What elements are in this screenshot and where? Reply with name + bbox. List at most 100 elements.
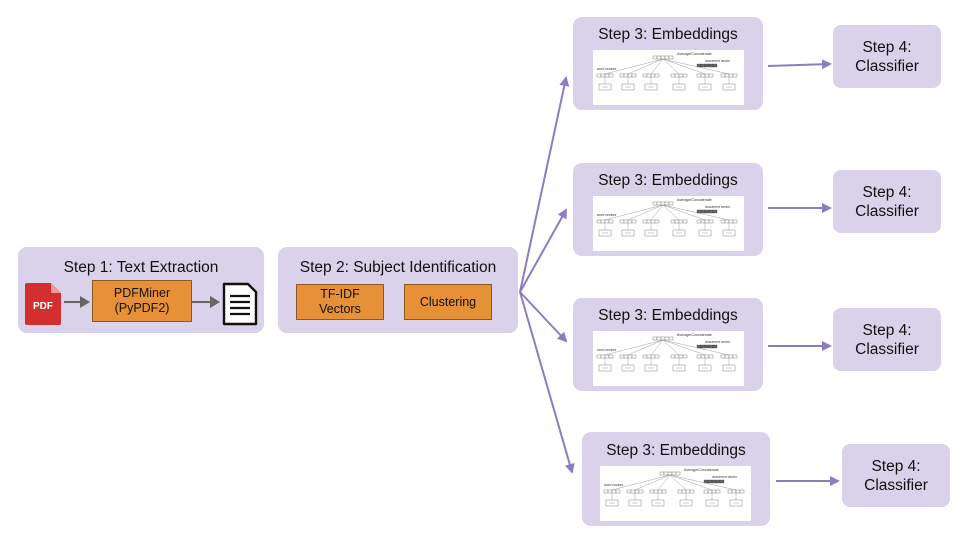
fig-word-cell xyxy=(627,219,633,224)
fig-top-label: Average/Concatenate xyxy=(677,333,712,337)
fig-word-cell xyxy=(724,219,730,224)
fig-word-cell xyxy=(611,489,617,494)
fig-word-cell xyxy=(739,489,745,494)
fig-word-cell xyxy=(696,219,702,224)
fig-top-cell xyxy=(652,201,658,206)
fig-link xyxy=(662,58,680,75)
fig-word-cell xyxy=(608,73,614,78)
fig-word-cell xyxy=(638,489,644,494)
fig-top-cell xyxy=(652,55,658,60)
fig-doc-cell xyxy=(715,479,721,484)
fig-word-cell xyxy=(670,354,676,359)
fig-word-cell xyxy=(642,219,648,224)
fig-doc-cell xyxy=(700,344,706,349)
fig-top-cell xyxy=(664,201,670,206)
classifier-line1: Step 4: xyxy=(862,38,912,56)
fig-word-cell xyxy=(649,489,655,494)
fig-top-cell xyxy=(668,336,674,341)
fig-top-cell xyxy=(656,336,662,341)
fig-word-cell xyxy=(674,73,680,78)
fig-word-cell xyxy=(650,73,656,78)
fig-word-cell xyxy=(607,489,613,494)
pdf-file-icon: PDF xyxy=(25,283,61,325)
classifier-line2: Classifier xyxy=(855,57,919,75)
fig-word-cell xyxy=(654,219,660,224)
fig-word-cell xyxy=(619,219,625,224)
fig-word-cell xyxy=(727,489,733,494)
fig-word-cell xyxy=(657,489,663,494)
fig-link xyxy=(662,58,706,75)
fig-doc-cell xyxy=(708,209,714,214)
fig-word-cell xyxy=(681,489,687,494)
arrow-to-embeddings-3 xyxy=(519,291,568,343)
fig-top-cell xyxy=(660,201,666,206)
fig-word-cell xyxy=(631,354,637,359)
fig-word-cell xyxy=(626,489,632,494)
fig-word-cell xyxy=(678,354,684,359)
fig-word-cell xyxy=(646,73,652,78)
fig-word-cell xyxy=(689,489,695,494)
fig-top-cell xyxy=(656,201,662,206)
fig-word-cell xyxy=(711,489,717,494)
fig-doc-label: document vector xyxy=(705,59,731,63)
fig-doc-cell xyxy=(708,63,714,68)
embeddings-title: Step 3: Embeddings xyxy=(606,442,746,459)
fig-word-cell xyxy=(619,73,625,78)
fig-top-cell xyxy=(664,55,670,60)
fig-link xyxy=(662,339,706,356)
fig-word-cell xyxy=(596,354,602,359)
fig-word-cell xyxy=(678,73,684,78)
fig-link xyxy=(669,474,713,491)
fig-link xyxy=(604,339,664,356)
fig-doc-cell xyxy=(719,479,725,484)
fig-doc-label: document vector xyxy=(705,205,731,209)
text-document-icon xyxy=(222,282,258,326)
fig-word-cell xyxy=(720,219,726,224)
classifier-line1: Step 4: xyxy=(862,183,912,201)
fig-word-cell xyxy=(728,219,734,224)
fig-top-cell xyxy=(667,471,673,476)
arrow-to-embeddings-2 xyxy=(519,208,567,293)
fig-word-cell xyxy=(700,73,706,78)
fig-top-cell xyxy=(668,201,674,206)
classifier-box-2: Step 4: Classifier xyxy=(833,170,941,233)
fig-link xyxy=(669,474,737,491)
classifier-line2: Classifier xyxy=(864,476,928,494)
fig-word-label: word vectors xyxy=(597,213,617,217)
fig-word-cell xyxy=(704,354,710,359)
fig-word-cell xyxy=(700,219,706,224)
fig-word-cell xyxy=(674,354,680,359)
fig-doc-cell xyxy=(704,63,710,68)
fig-word-cell xyxy=(708,354,714,359)
fig-word-cell xyxy=(650,354,656,359)
fig-word-cell xyxy=(707,489,713,494)
fig-link xyxy=(611,474,671,491)
fig-doc-cell xyxy=(696,209,702,214)
tfidf-line2: Vectors xyxy=(319,302,361,316)
fig-word-cell xyxy=(642,354,648,359)
fig-word-cell xyxy=(674,219,680,224)
fig-doc-cell xyxy=(704,209,710,214)
arrow-to-embeddings-1 xyxy=(519,76,570,293)
fig-word-cell xyxy=(623,219,629,224)
fig-word-cell xyxy=(731,489,737,494)
fig-word-cell xyxy=(604,219,610,224)
fig-word-cell xyxy=(631,219,637,224)
fig-word-cell xyxy=(715,489,721,494)
fig-word-cell xyxy=(708,219,714,224)
fig-top-label: Average/Concatenate xyxy=(684,468,719,472)
tfidf-line1: TF-IDF xyxy=(320,287,360,301)
fig-link xyxy=(650,204,664,221)
fig-word-cell xyxy=(604,73,610,78)
fig-word-cell xyxy=(596,73,602,78)
fig-word-cell xyxy=(708,73,714,78)
fig-link xyxy=(627,58,664,75)
fig-word-cell xyxy=(670,219,676,224)
